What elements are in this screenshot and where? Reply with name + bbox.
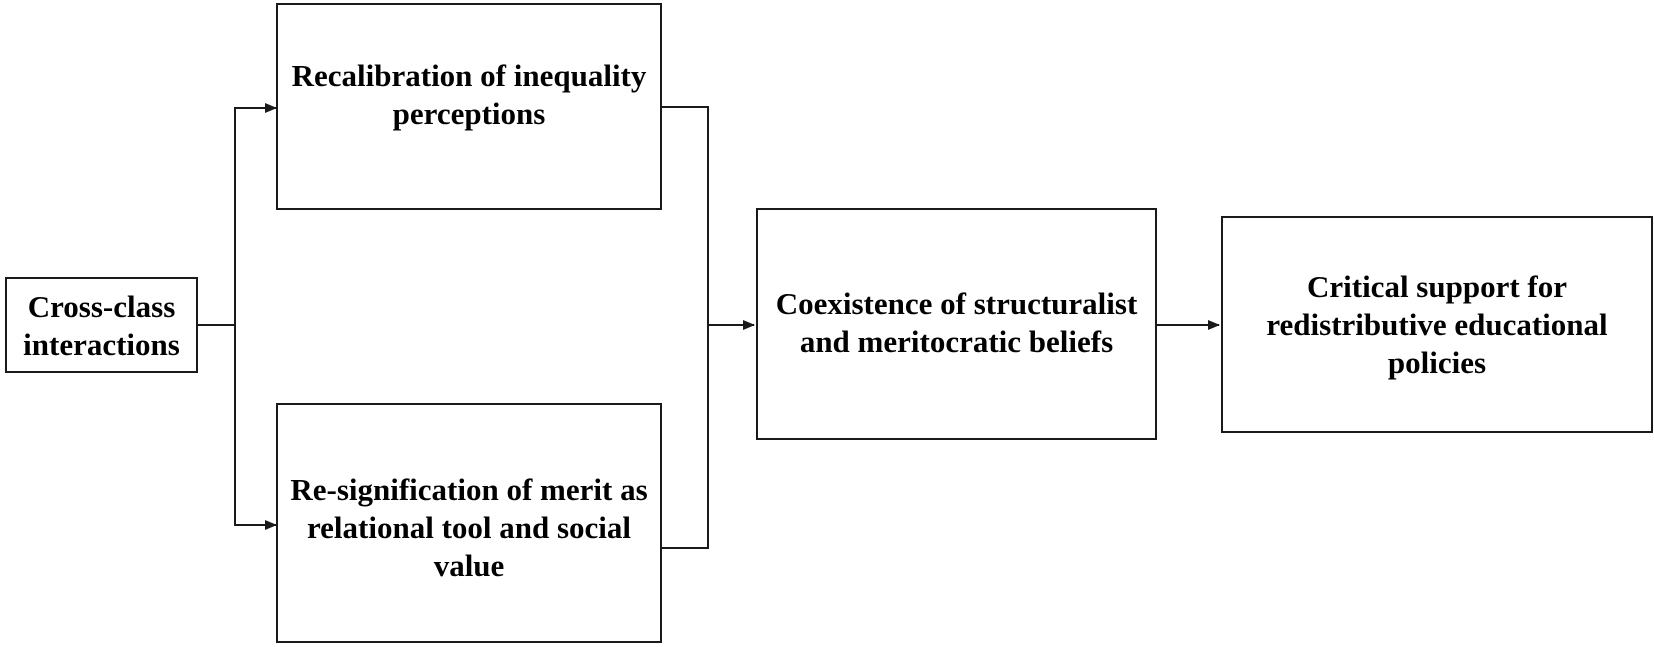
arrow-cross-class-to-resignification [234,325,277,530]
node-label-line: redistributive educational [1266,307,1608,342]
arrow-resignification-to-coexistence [662,325,709,549]
node-label-line: Re-signification of merit as [290,472,648,507]
node-label-line: Recalibration of inequality [291,58,647,93]
node-label-line: Cross-class [27,289,176,324]
node-label-line: perceptions [392,96,546,131]
node-cross-class-interactions: Cross-class interactions [5,277,198,373]
node-label-line: relational tool and social [306,510,632,545]
node-critical-support-for-policies: Critical support for redistributive educ… [1221,216,1653,433]
node-coexistence-of-beliefs: Coexistence of structuralist and meritoc… [756,208,1157,440]
node-label-line: policies [1387,345,1487,380]
node-label-line: value [433,548,505,583]
arrow-cross-class-to-recalibration [198,103,277,326]
node-recalibration-of-inequality-perceptions: Recalibration of inequality perceptions [276,3,662,210]
node-label-line: Coexistence of structuralist [775,286,1138,321]
node-label-line: and meritocratic beliefs [799,324,1114,359]
arrow-recalibration-to-coexistence [662,106,755,330]
node-re-signification-of-merit: Re-signification of merit as relational … [276,403,662,643]
node-label-line: Critical support for [1306,269,1568,304]
node-label-line: interactions [23,327,180,362]
